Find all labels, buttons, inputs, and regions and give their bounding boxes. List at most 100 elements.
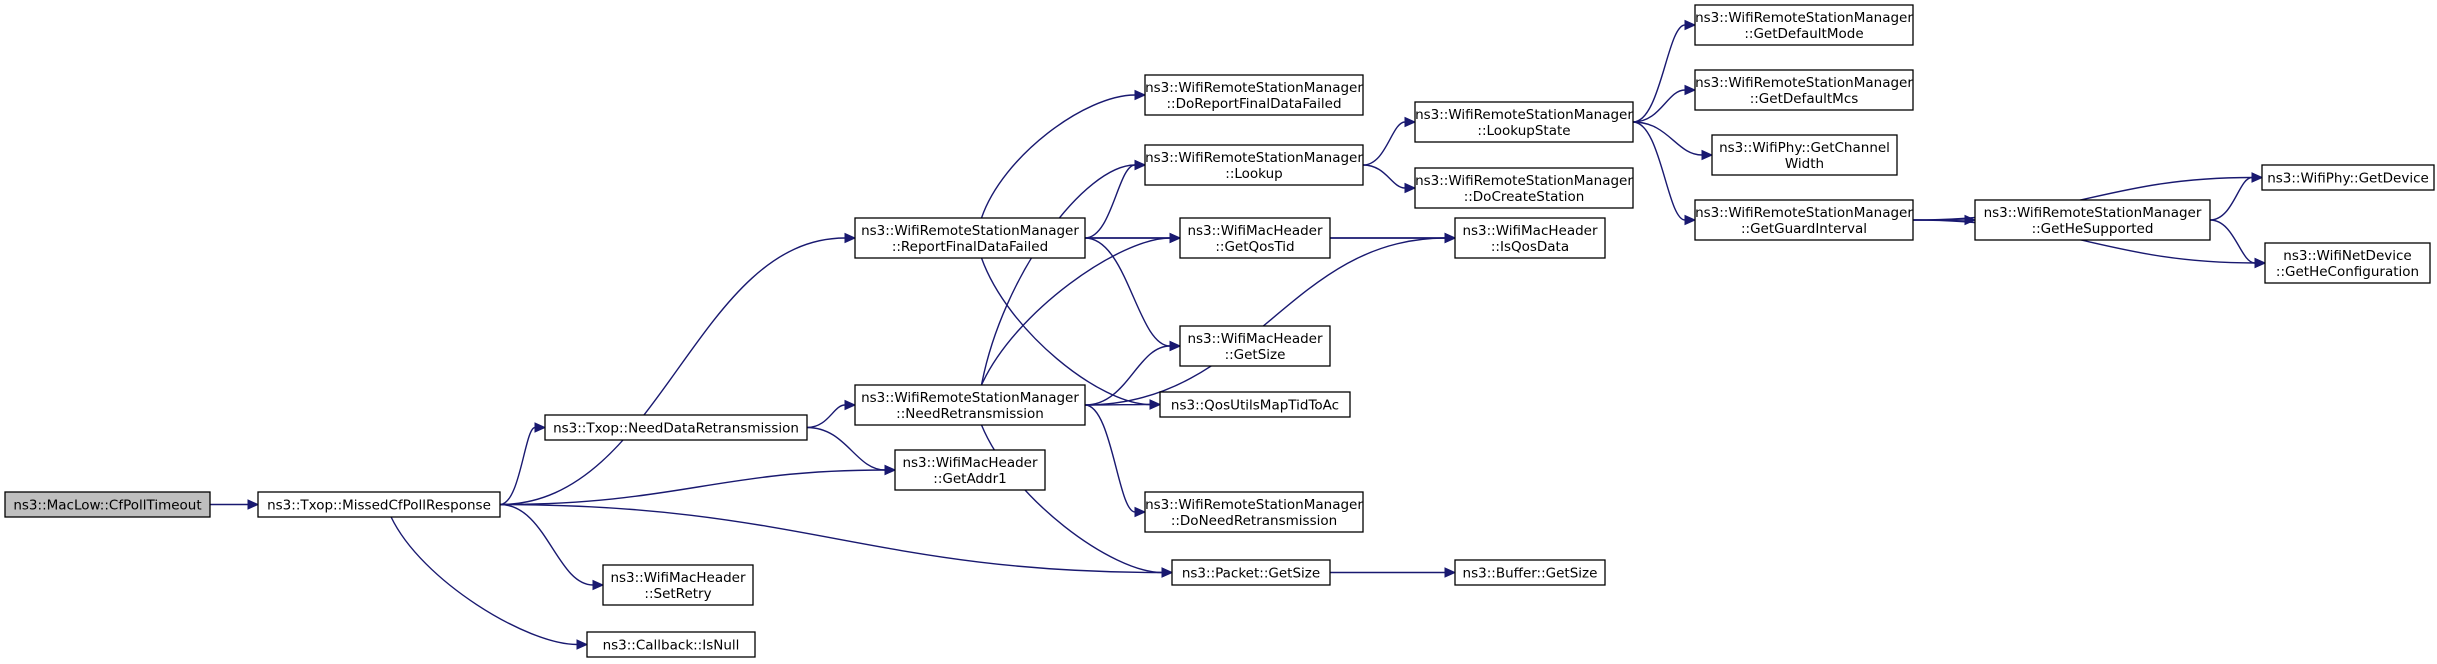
node-label: ::SetRetry: [644, 586, 711, 602]
edge-line: [1632, 24, 1686, 123]
edge-line: [499, 469, 886, 506]
node-reportfail[interactable]: ns3::WifiRemoteStationManager::ReportFin…: [854, 217, 1086, 259]
edge-line: [1084, 237, 1446, 406]
node-label: ns3::WifiMacHeader: [610, 570, 746, 586]
arrowhead: [1149, 399, 1162, 410]
node-box: [2261, 164, 2435, 191]
edge-line: [2209, 219, 2256, 264]
edge-line: [980, 237, 1171, 386]
node-doneed[interactable]: ns3::WifiRemoteStationManager::DoNeedRet…: [1144, 491, 1364, 533]
node-qosmap[interactable]: ns3::QosUtilsMapTidToAc: [1159, 391, 1351, 418]
node-bufsize[interactable]: ns3::Buffer::GetSize: [1454, 559, 1606, 586]
arrowhead: [1169, 232, 1182, 244]
node-label: ns3::WifiRemoteStationManager: [1695, 10, 1913, 26]
node-label: ns3::Txop::MissedCfPollResponse: [267, 498, 491, 514]
arrowhead: [534, 422, 547, 433]
node-label: ::Lookup: [1225, 166, 1282, 182]
node-label: ns3::WifiPhy::GetChannel: [1719, 140, 1890, 156]
node-label: ns3::WifiMacHeader: [1187, 331, 1323, 347]
node-getdevice[interactable]: ns3::WifiPhy::GetDevice: [2261, 164, 2435, 191]
node-label: ns3::WifiMacHeader: [1187, 223, 1323, 239]
node-label: ns3::WifiRemoteStationManager: [861, 390, 1079, 406]
edge-missed-to-isnull: [390, 516, 589, 650]
arrowhead: [2251, 172, 2264, 183]
node-hesupp[interactable]: ns3::WifiRemoteStationManager::GetHeSupp…: [1974, 199, 2211, 241]
edge-reportfail-to-lookup: [1084, 159, 1147, 239]
arrowhead: [247, 499, 260, 510]
edge-lookupstate-to-defmode: [1632, 19, 1697, 123]
node-lookupstate[interactable]: ns3::WifiRemoteStationManager::LookupSta…: [1414, 101, 1634, 143]
node-needdata[interactable]: ns3::Txop::NeedDataRetransmission: [544, 414, 808, 441]
edge-line: [499, 426, 536, 506]
node-box: [1159, 391, 1351, 418]
node-defmcs[interactable]: ns3::WifiRemoteStationManager::GetDefaul…: [1694, 69, 1914, 111]
node-label: ::GetHeConfiguration: [2276, 264, 2419, 280]
edge-missed-to-addr1: [499, 464, 897, 506]
node-label: ::GetDefaultMcs: [1750, 91, 1859, 107]
edge-line: [499, 503, 1163, 574]
arrowhead: [1684, 214, 1697, 226]
node-label: ::DoReportFinalDataFailed: [1166, 96, 1341, 112]
node-qostid[interactable]: ns3::WifiMacHeader::GetQosTid: [1179, 217, 1331, 259]
node-needretx[interactable]: ns3::WifiRemoteStationManager::NeedRetra…: [854, 384, 1086, 426]
edge-missed-to-setretry: [499, 503, 605, 591]
node-label: ns3::Buffer::GetSize: [1463, 566, 1598, 582]
arrowhead: [576, 639, 589, 650]
node-label: ns3::WifiRemoteStationManager: [1984, 205, 2202, 221]
node-defmode[interactable]: ns3::WifiRemoteStationManager::GetDefaul…: [1694, 4, 1914, 46]
edge-missed-to-pktsize: [499, 503, 1174, 578]
node-box: [1179, 325, 1331, 367]
arrowhead: [2254, 257, 2267, 269]
edge-lookup-to-lookupstate: [1362, 116, 1417, 166]
node-heconf[interactable]: ns3::WifiNetDevice::GetHeConfiguration: [2264, 242, 2431, 284]
edge-line: [1632, 89, 1686, 123]
node-box: [854, 384, 1086, 426]
edge-needretx-to-qostid: [980, 232, 1182, 386]
node-docreate[interactable]: ns3::WifiRemoteStationManager::DoCreateS…: [1414, 167, 1634, 209]
node-label: ns3::WifiPhy::GetDevice: [2267, 171, 2429, 187]
edge-cfpoll-to-missed: [209, 499, 260, 510]
node-label: ::DoCreateStation: [1464, 189, 1585, 205]
edge-line: [390, 516, 578, 646]
arrowhead: [1404, 182, 1417, 194]
node-label: ns3::Txop::NeedDataRetransmission: [553, 421, 799, 437]
node-cfpoll[interactable]: ns3::MacLow::CfPollTimeout: [4, 491, 211, 518]
node-pktsize[interactable]: ns3::Packet::GetSize: [1171, 559, 1331, 586]
node-addr1[interactable]: ns3::WifiMacHeader::GetAddr1: [894, 449, 1046, 491]
node-label: ns3::WifiNetDevice: [2283, 248, 2411, 264]
node-doreport[interactable]: ns3::WifiRemoteStationManager::DoReportF…: [1144, 74, 1364, 116]
arrowhead: [1701, 149, 1714, 161]
arrowhead: [1684, 84, 1697, 96]
node-box: [586, 631, 756, 658]
node-box: [1144, 74, 1364, 116]
node-label: ::GetAddr1: [933, 471, 1006, 487]
node-label: ns3::Packet::GetSize: [1182, 566, 1320, 582]
edge-needdata-to-addr1: [806, 426, 897, 476]
edge-line: [1084, 404, 1136, 513]
nodes-layer: ns3::MacLow::CfPollTimeout ns3::Txop::Mis…: [4, 4, 2435, 658]
edge-line: [1912, 176, 2253, 221]
node-missed[interactable]: ns3::Txop::MissedCfPollResponse: [257, 491, 501, 518]
edge-hesupp-to-getdevice: [2209, 172, 2264, 221]
edge-line: [1084, 345, 1171, 406]
node-isqos[interactable]: ns3::WifiMacHeader::IsQosData: [1454, 217, 1606, 259]
node-box: [1414, 101, 1634, 143]
node-box: [1144, 144, 1364, 186]
node-label: ns3::WifiMacHeader: [902, 455, 1038, 471]
node-setretry[interactable]: ns3::WifiMacHeader::SetRetry: [602, 564, 754, 606]
edge-needretx-to-pktsize: [980, 424, 1174, 578]
edge-needdata-to-needretx: [806, 399, 857, 429]
node-isnull[interactable]: ns3::Callback::IsNull: [586, 631, 756, 658]
edge-missed-to-needdata: [499, 422, 547, 506]
node-box: [1454, 559, 1606, 586]
node-label: ::GetSize: [1225, 347, 1286, 363]
node-label: ::ReportFinalDataFailed: [892, 239, 1048, 255]
node-guard[interactable]: ns3::WifiRemoteStationManager::GetGuardI…: [1694, 199, 1914, 241]
node-label: ns3::WifiRemoteStationManager: [861, 223, 1079, 239]
arrowhead: [1964, 214, 1977, 226]
node-lookup[interactable]: ns3::WifiRemoteStationManager::Lookup: [1144, 144, 1364, 186]
node-box: [1711, 134, 1898, 176]
node-hdrsize[interactable]: ns3::WifiMacHeader::GetSize: [1179, 325, 1331, 367]
node-box: [4, 491, 211, 518]
